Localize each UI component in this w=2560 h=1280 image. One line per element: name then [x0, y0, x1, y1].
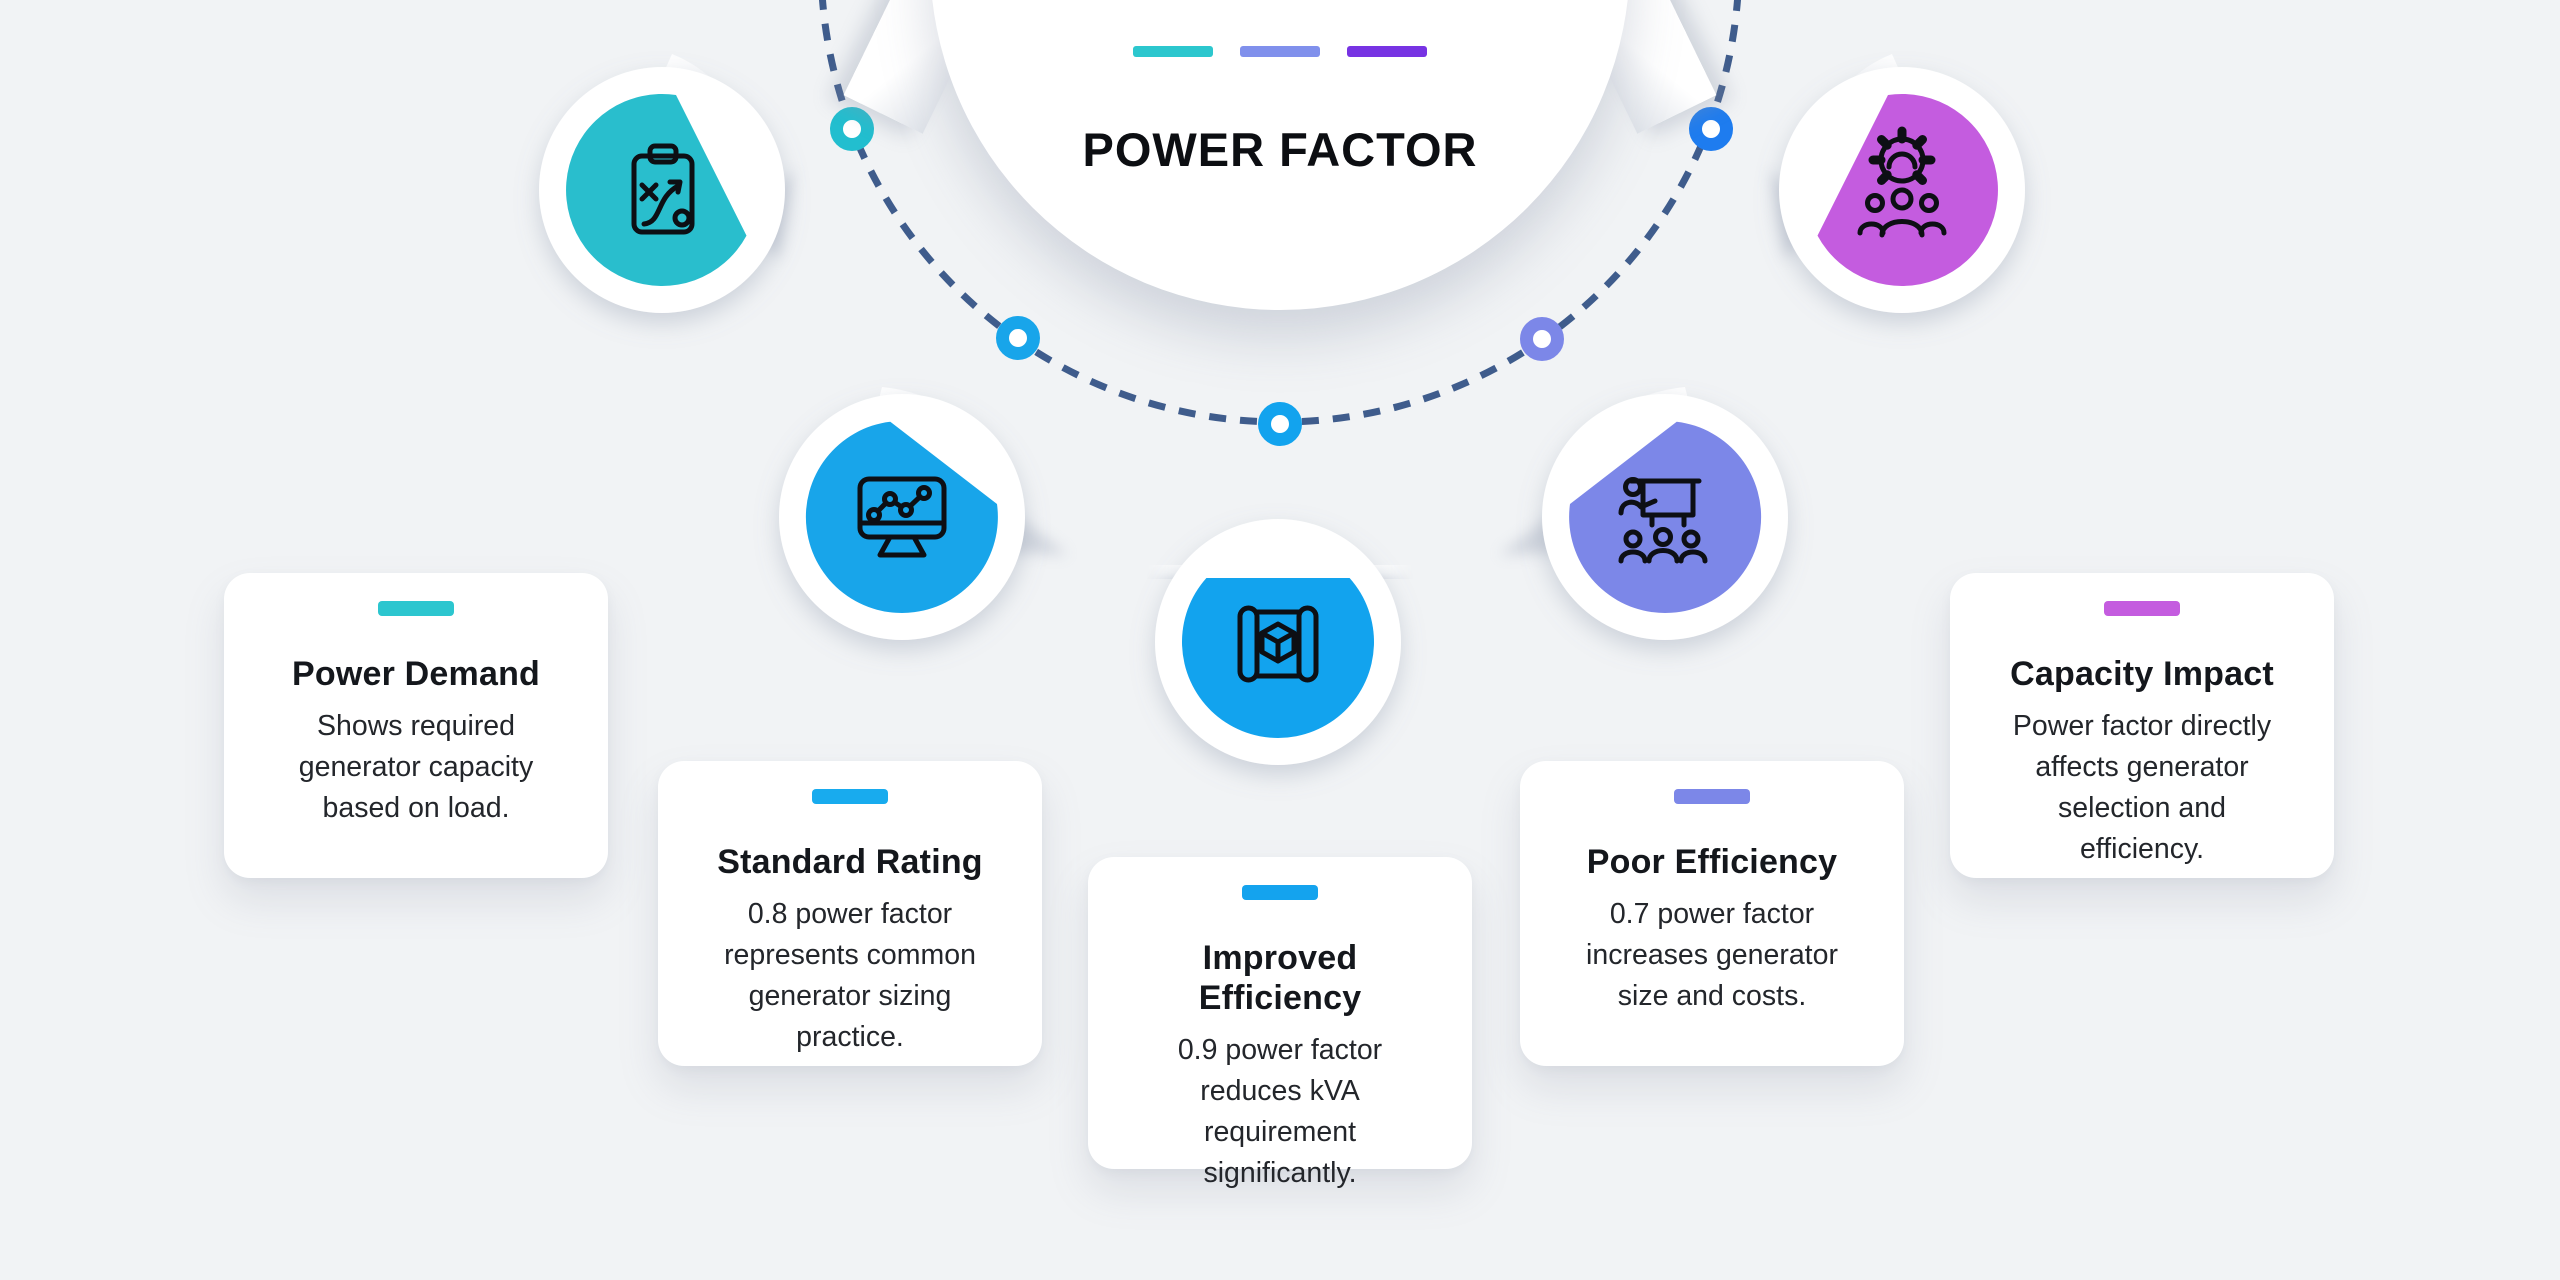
badge-power-demand — [539, 54, 794, 313]
card-title: Power Demand — [291, 655, 541, 693]
badge-standard-rating — [779, 387, 1068, 640]
card-accent-dash — [812, 789, 888, 804]
analytics-monitor-icon — [857, 476, 947, 558]
page-title: POWER FACTOR — [1082, 123, 1478, 176]
blueprint-model-icon — [1237, 605, 1319, 683]
card-description: Shows required generator capacity based … — [298, 710, 534, 825]
info-card-improved-efficiency: Improved Efficiency 0.9 power factor red… — [1088, 857, 1472, 1189]
badge-poor-efficiency — [1499, 387, 1788, 640]
orbit-node-4 — [1520, 317, 1564, 361]
orbit-node-5 — [1689, 107, 1733, 151]
card-accent-dash — [1674, 789, 1750, 804]
card-description: 0.8 power factor represents common gener… — [724, 898, 976, 1054]
title-dash-violet — [1347, 46, 1427, 57]
training-presentation-icon — [1618, 477, 1708, 564]
orbit-node-2 — [996, 316, 1040, 360]
card-description: 0.9 power factor reduces kVA requirement… — [1177, 1034, 1383, 1190]
card-title: Poor Efficiency — [1586, 843, 1838, 881]
info-card-power-demand: Power Demand Shows required generator ca… — [224, 573, 608, 878]
badge-disc — [805, 421, 998, 613]
card-accent-dash — [2104, 601, 2180, 616]
card-title: Standard Rating — [717, 843, 983, 881]
info-card-standard-rating: Standard Rating 0.8 power factor represe… — [658, 761, 1042, 1066]
card-accent-dash — [378, 601, 454, 616]
card-description: Power factor directly affects generator … — [2012, 710, 2272, 866]
title-dash-blue — [1240, 46, 1320, 57]
badge-disc — [566, 93, 747, 286]
strategy-plan-icon — [631, 143, 695, 235]
team-settings-icon — [1857, 126, 1947, 238]
badge-capacity-impact — [1770, 54, 2025, 313]
card-title: Capacity Impact — [2010, 655, 2274, 693]
badge-improved-efficiency — [1155, 519, 1401, 765]
card-description: 0.7 power factor increases generator siz… — [1586, 898, 1838, 1013]
card-accent-dash — [1242, 885, 1318, 900]
orbit-node-3 — [1258, 402, 1302, 446]
card-title: Improved Efficiency — [1198, 939, 1362, 1018]
orbit-node-1 — [830, 107, 874, 151]
title-dashes — [1133, 46, 1427, 57]
info-card-capacity-impact: Capacity Impact Power factor directly af… — [1950, 573, 2334, 878]
info-card-poor-efficiency: Poor Efficiency 0.7 power factor increas… — [1520, 761, 1904, 1066]
title-dash-teal — [1133, 46, 1213, 57]
